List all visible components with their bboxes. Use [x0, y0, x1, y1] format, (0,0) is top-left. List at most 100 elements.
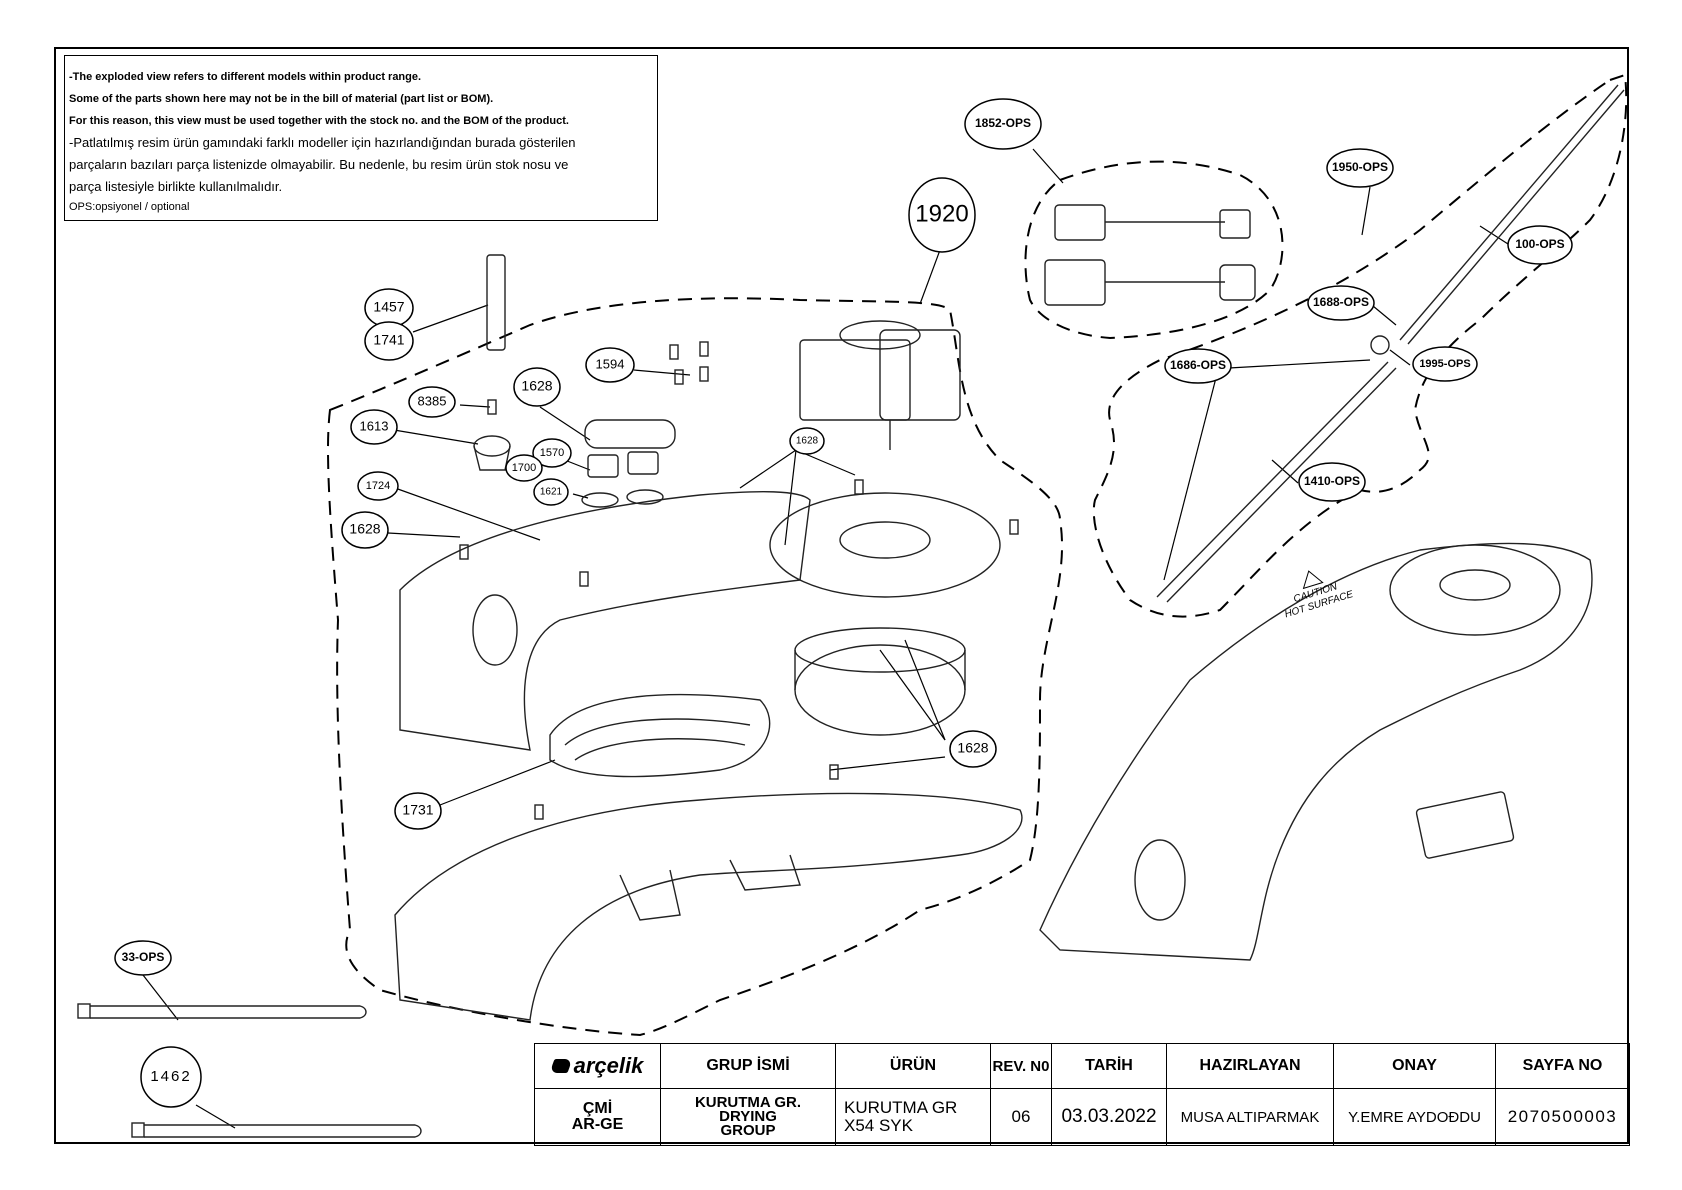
- callout-label: 1621: [540, 487, 563, 498]
- note-line: For this reason, this view must be used …: [69, 115, 569, 127]
- caution-label: CAUTION HOT SURFACE: [1283, 570, 1355, 620]
- connector-harness-icon: [1044, 204, 1256, 306]
- callout-label: 1995-OPS: [1419, 358, 1470, 370]
- callout-label: 1920: [915, 200, 968, 227]
- callout-1570: [532, 438, 572, 468]
- callout-label: 1613: [360, 418, 389, 433]
- brand-name: arçelik: [573, 1053, 644, 1078]
- assembled-dryer-icon: [1039, 542, 1593, 961]
- callout-label: 1462: [150, 1068, 191, 1085]
- header-prepared-by: HAZIRLAYAN: [1166, 1043, 1334, 1089]
- callout-1920: [908, 177, 976, 253]
- part-outlines: [77, 84, 1625, 1138]
- heater-icon: [549, 693, 771, 778]
- note-line: -Patlatılmış resim ürün gamındaki farklı…: [69, 135, 576, 150]
- callout-1410-ops: [1298, 462, 1366, 502]
- callout-1594: [585, 347, 635, 383]
- leader-lines: [142, 148, 1509, 1129]
- callout-label: 1724: [366, 480, 390, 492]
- note-line: -The exploded view refers to different m…: [69, 71, 422, 83]
- callout-label: 1731: [402, 802, 433, 818]
- rod-icon: [1156, 84, 1625, 603]
- motor-icon: [799, 320, 961, 450]
- callout-label: 1688-OPS: [1313, 295, 1369, 309]
- callout-label: 1852-OPS: [975, 116, 1031, 130]
- header-rev: REV. N0: [990, 1043, 1052, 1089]
- group-line-3: GROUP: [720, 1122, 776, 1139]
- upper-cover-icon: [399, 491, 811, 751]
- rev-value: 06: [990, 1088, 1052, 1146]
- cable-tie-33-icon: [77, 1003, 367, 1019]
- callout-1688-ops: [1307, 285, 1375, 321]
- department-cell: ÇMİ AR-GE: [534, 1088, 661, 1146]
- callout-1724: [357, 471, 399, 501]
- boundary-1950: [1092, 73, 1628, 618]
- group-line-2: DRYING: [719, 1108, 777, 1125]
- callout-1731: [394, 792, 442, 830]
- callout-1621: [533, 478, 569, 506]
- header-approval: ONAY: [1333, 1043, 1496, 1089]
- callout-label: 1570: [540, 447, 564, 459]
- callout-100-ops: [1507, 225, 1573, 265]
- callout-1852-ops: [964, 98, 1042, 150]
- callout-label: 1410-OPS: [1304, 474, 1360, 488]
- callout-1462: [140, 1046, 202, 1108]
- callout-label: 1686-OPS: [1170, 358, 1226, 372]
- callout-1613: [350, 409, 398, 445]
- cable-tie-1462-icon: [131, 1122, 422, 1138]
- callout-1995-ops: [1412, 346, 1478, 382]
- callout-label: 1628: [796, 436, 819, 447]
- brand-logo: arçelik: [534, 1043, 661, 1089]
- page-no-value: 2070500003: [1495, 1088, 1630, 1146]
- disclaimer-notes: -The exploded view refers to different m…: [64, 55, 658, 221]
- callout-1950-ops: [1326, 148, 1394, 188]
- department-line-2: AR-GE: [571, 1116, 624, 1133]
- callout-label: 1741: [373, 332, 404, 348]
- screw-icons: [459, 341, 1019, 820]
- callout-1628: [513, 367, 561, 407]
- header-product: ÜRÜN: [835, 1043, 991, 1089]
- callout-label: 1628: [957, 740, 988, 756]
- callout-label: 100-OPS: [1515, 237, 1564, 251]
- callout-1686-ops: [1164, 348, 1232, 384]
- callout-1628: [789, 427, 825, 455]
- fan-housing-icon: [769, 492, 1001, 598]
- callout-label: 1628: [349, 521, 380, 537]
- note-line: parçaların bazıları parça listenizde olm…: [69, 157, 569, 172]
- note-line: OPS:opsiyonel / optional: [69, 201, 190, 213]
- note-line: parça listesiyle birlikte kullanılmalıdı…: [69, 179, 283, 194]
- callout-label: 33-OPS: [122, 950, 165, 964]
- header-page-no: SAYFA NO: [1495, 1043, 1630, 1089]
- boundary-1852: [1024, 160, 1284, 340]
- callout-1741: [364, 321, 414, 361]
- callout-1628: [949, 730, 997, 768]
- approval-value: Y.EMRE AYDOĐDU: [1333, 1088, 1496, 1146]
- header-date: TARİH: [1051, 1043, 1167, 1089]
- callout-label: 1628: [521, 378, 552, 394]
- callout-1628: [341, 511, 389, 549]
- note-line: Some of the parts shown here may not be …: [69, 93, 494, 105]
- callout-8385: [408, 386, 456, 418]
- department-line-1: ÇMİ: [582, 1100, 613, 1117]
- callout-label: 1457: [373, 299, 404, 315]
- callout-label: 1594: [596, 356, 625, 371]
- callout-label: 1950-OPS: [1332, 160, 1388, 174]
- callout-label: 8385: [418, 393, 447, 408]
- product-line-1: KURUTMA GR: [844, 1098, 958, 1117]
- boundary-1920: [327, 297, 1064, 1037]
- callout-numbers: 1920 1457 1741 1594 1628 8385 1613 1570 …: [122, 116, 1565, 1085]
- lower-housing-icon: [394, 792, 1023, 1021]
- prepared-by-value: MUSA ALTIPARMAK: [1166, 1088, 1334, 1146]
- dashed-group-boundaries: [327, 73, 1628, 1037]
- arcelik-logo-icon: [549, 1059, 573, 1073]
- group-line-1: KURUTMA GR.: [694, 1094, 802, 1111]
- product-line-2: X54 SYK: [844, 1116, 913, 1135]
- callout-label: 1700: [512, 462, 536, 474]
- bracket-parts-icon: [473, 254, 676, 508]
- impeller-icon: [794, 627, 966, 736]
- callout-1700: [505, 454, 543, 482]
- product-value: KURUTMA GR X54 SYK: [835, 1088, 991, 1146]
- callout-33-ops: [114, 940, 172, 976]
- date-value: 03.03.2022: [1051, 1088, 1167, 1146]
